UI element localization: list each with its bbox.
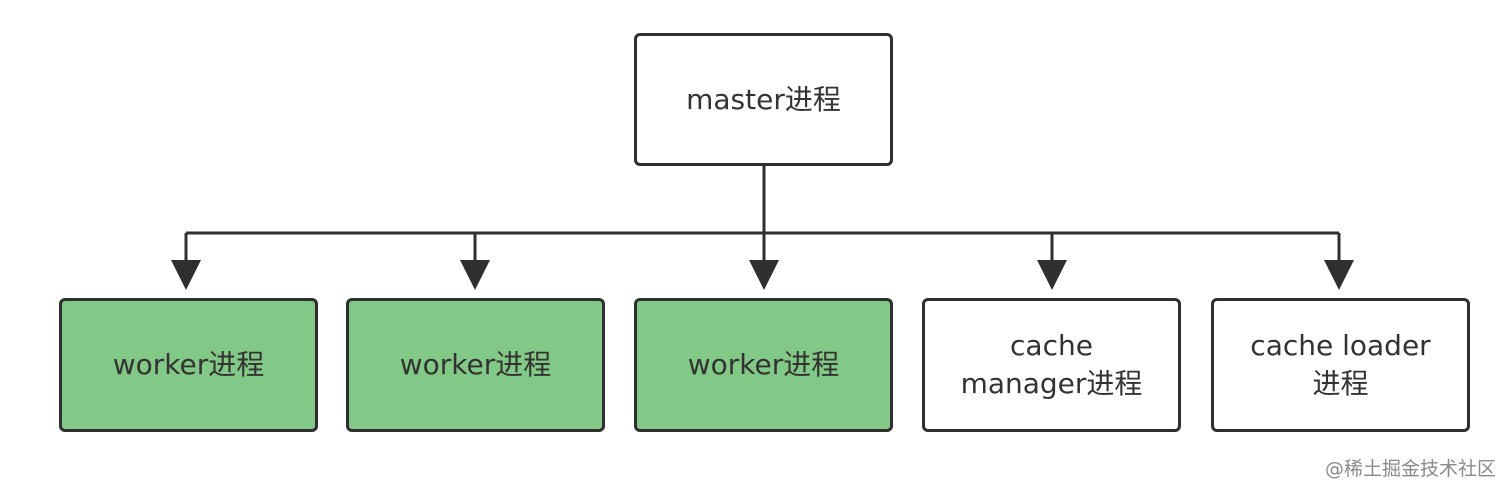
worker-process-label-3: worker进程 [687,348,840,381]
master-process-node: master进程 [634,33,893,166]
worker-process-node-2: worker进程 [346,298,605,432]
watermark-text: @稀土掘金技术社区 [1324,458,1496,480]
worker-process-node-1: worker进程 [59,298,318,432]
cache-manager-process-label: cache manager进程 [960,329,1143,400]
worker-process-node-3: worker进程 [634,298,893,432]
cache-loader-process-label: cache loader 进程 [1250,329,1431,400]
cache-manager-process-node: cache manager进程 [922,298,1181,432]
worker-process-label-1: worker进程 [112,348,265,381]
cache-loader-process-node: cache loader 进程 [1211,298,1470,432]
worker-process-label-2: worker进程 [399,348,552,381]
master-process-label: master进程 [686,82,841,116]
